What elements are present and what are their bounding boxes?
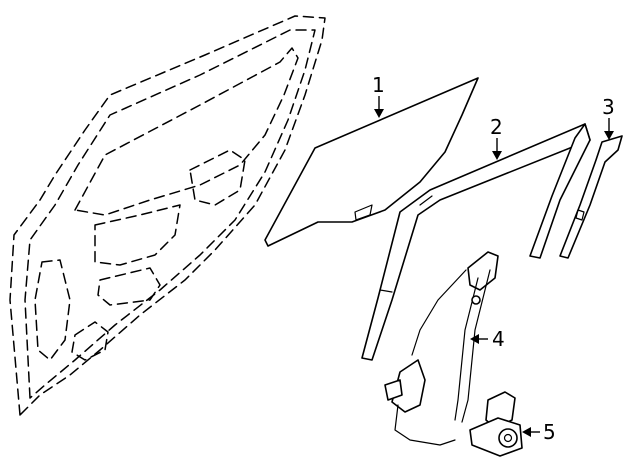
window-regulator	[384, 251, 499, 446]
division-bar-channel	[559, 135, 623, 259]
callout-2: 2	[490, 115, 503, 160]
door-glass	[264, 77, 479, 247]
leader-arrow-3	[604, 131, 614, 140]
callout-number-4: 4	[492, 327, 505, 351]
glass-run-channel	[361, 123, 591, 361]
callout-number-3: 3	[602, 95, 615, 119]
leader-arrow-2	[492, 151, 502, 160]
leader-arrow-4	[470, 334, 479, 344]
regulator-motor	[469, 391, 523, 457]
callout-5: 5	[522, 420, 556, 444]
door-shell-outline	[9, 15, 326, 416]
callout-3: 3	[602, 95, 615, 140]
callout-4: 4	[470, 327, 505, 351]
callout-number-1: 1	[372, 73, 385, 97]
leader-arrow-5	[522, 427, 531, 437]
leader-arrow-1	[374, 109, 384, 118]
callout-1: 1	[372, 73, 385, 118]
callout-number-5: 5	[543, 420, 556, 444]
callout-number-2: 2	[490, 115, 503, 139]
